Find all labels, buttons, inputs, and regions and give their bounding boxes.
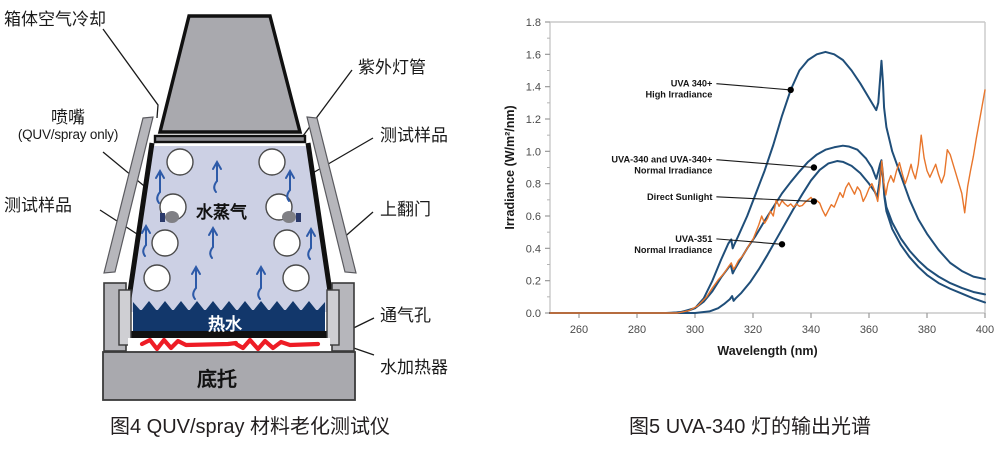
chart-annotation: UVA-340 and UVA-340+Normal Irradiance xyxy=(611,155,818,176)
label-air-cooling: 箱体空气冷却 xyxy=(4,10,106,29)
annotation-label: Direct Sunlight xyxy=(647,192,712,202)
figure4-panel: 箱体空气冷却 喷嘴 (QUV/spray only) 测试样品 紫外灯管 测试样… xyxy=(4,10,448,438)
annotation-marker xyxy=(787,86,794,94)
y-tick-label: 0.0 xyxy=(526,308,541,320)
label-nozzle-sub: (QUV/spray only) xyxy=(17,127,119,143)
y-axis-title: Irradiance (W/m²/nm) xyxy=(503,105,517,229)
chamber-interior xyxy=(128,146,330,300)
caption-figure4: 图4 QUV/spray 材料老化测试仪 xyxy=(109,416,391,438)
base-tray xyxy=(102,351,356,401)
nozzle-right-head xyxy=(282,211,296,223)
x-tick-label: 260 xyxy=(570,324,588,336)
x-tick-label: 380 xyxy=(918,324,936,336)
label-hot-water: 热水 xyxy=(208,315,242,334)
label-uv-lamp: 紫外灯管 xyxy=(358,58,426,77)
uv-lamp-tube xyxy=(143,264,171,292)
y-tick-label: 1.2 xyxy=(526,114,541,126)
label-base-tray: 底托 xyxy=(197,369,237,391)
label-nozzle-main: 喷嘴 xyxy=(51,108,85,127)
hood-body xyxy=(157,14,303,134)
y-tick-label: 0.6 xyxy=(526,211,541,223)
leader-lines xyxy=(99,28,375,356)
x-axis-title: Wavelength (nm) xyxy=(717,344,817,358)
y-tick-label: 1.0 xyxy=(526,146,541,158)
water-pan xyxy=(128,331,330,338)
series-line-uva-351-normal-irradiance xyxy=(549,160,986,314)
x-tick-label: 320 xyxy=(744,324,762,336)
spray-nozzles xyxy=(160,211,301,223)
specimen-panel-left xyxy=(103,116,154,274)
nozzle-right-stem xyxy=(296,213,301,222)
label-vent-hole: 通气孔 xyxy=(380,306,431,325)
label-water-vapor: 水蒸气 xyxy=(196,203,247,222)
vent-columns xyxy=(103,282,355,352)
water-heater-element xyxy=(139,337,321,352)
x-tick-label: 280 xyxy=(628,324,646,336)
nozzle-left-head xyxy=(165,211,179,223)
uv-lamp-tube xyxy=(273,229,301,257)
x-tick-label: 300 xyxy=(686,324,704,336)
series-line-direct-sunlight xyxy=(549,89,986,314)
y-tick-label: 1.8 xyxy=(526,17,541,29)
leader-air-cooling xyxy=(102,28,159,119)
annotation-leader xyxy=(716,196,814,202)
label-sample-right: 测试样品 xyxy=(380,126,448,145)
specimen-panel-right xyxy=(306,116,357,274)
vent-slot-left xyxy=(118,289,132,346)
label-flip-door: 上翻门 xyxy=(380,200,431,219)
uva340-spectrum-chart: 0.0 0.2 0.4 0.6 0.8 1.0 1.2 1.4 1.6 1.8 260 280 300 3… xyxy=(503,17,994,358)
annotation-leader xyxy=(716,83,791,91)
annotation-marker xyxy=(810,198,818,205)
y-tick-label: 0.2 xyxy=(526,276,541,288)
annotation-marker xyxy=(778,241,786,248)
y-tick-label: 0.4 xyxy=(526,243,541,255)
series-line-uva-340-and-uva-340-normal-irradiance xyxy=(549,144,986,314)
annotation-leader xyxy=(716,159,814,169)
hot-water-surface xyxy=(133,301,325,312)
x-tick-label: 400 xyxy=(976,324,994,336)
leader-uv-lamp xyxy=(299,69,353,141)
uv-lamp-tube xyxy=(258,148,286,176)
uv-lamp-tube xyxy=(166,148,194,176)
y-tick-label: 1.4 xyxy=(526,82,541,94)
annotation-sublabel: Normal Irradiance xyxy=(634,245,712,255)
nozzle-left-stem xyxy=(160,213,165,222)
chamber-wall-left xyxy=(125,142,155,306)
series-line-uva-340-high-irradiance xyxy=(549,50,986,314)
uv-lamp-tube xyxy=(282,264,310,292)
label-water-heater: 水加热器 xyxy=(380,358,448,377)
annotation-marker xyxy=(810,164,818,171)
annotation-sublabel: Normal Irradiance xyxy=(634,166,712,176)
chart-annotation: UVA 340+High Irradiance xyxy=(646,79,794,100)
vapor-arrows xyxy=(141,159,316,300)
specimen-panels xyxy=(103,116,357,274)
label-nozzle: 喷嘴 (QUV/spray only) xyxy=(8,108,128,142)
annotation-label: UVA-340 and UVA-340+ xyxy=(611,155,712,165)
x-tick-label: 360 xyxy=(860,324,878,336)
figure5-panel: 0.0 0.2 0.4 0.6 0.8 1.0 1.2 1.4 1.6 1.8 260 280 300 3… xyxy=(500,0,1000,450)
x-tick-label: 340 xyxy=(802,324,820,336)
annotation-leader xyxy=(716,238,783,245)
y-tick-label: 1.6 xyxy=(526,49,541,61)
annotation-label: UVA 340+ xyxy=(671,79,713,89)
hot-water-body xyxy=(133,310,325,333)
quv-apparatus-diagram xyxy=(99,14,375,401)
annotation-sublabel: High Irradiance xyxy=(646,90,713,100)
caption-figure5: 图5 UVA-340 灯的输出光谱 xyxy=(629,416,871,438)
y-tick-label: 0.8 xyxy=(526,179,541,191)
chamber-wall-right xyxy=(305,142,335,306)
label-sample-left: 测试样品 xyxy=(4,196,72,215)
chart-annotation: Direct Sunlight xyxy=(647,192,818,205)
annotation-label: UVA-351 xyxy=(675,234,712,244)
uv-lamp-tube xyxy=(151,229,179,257)
vent-slot-right xyxy=(326,289,340,346)
hood-flange xyxy=(153,134,307,144)
